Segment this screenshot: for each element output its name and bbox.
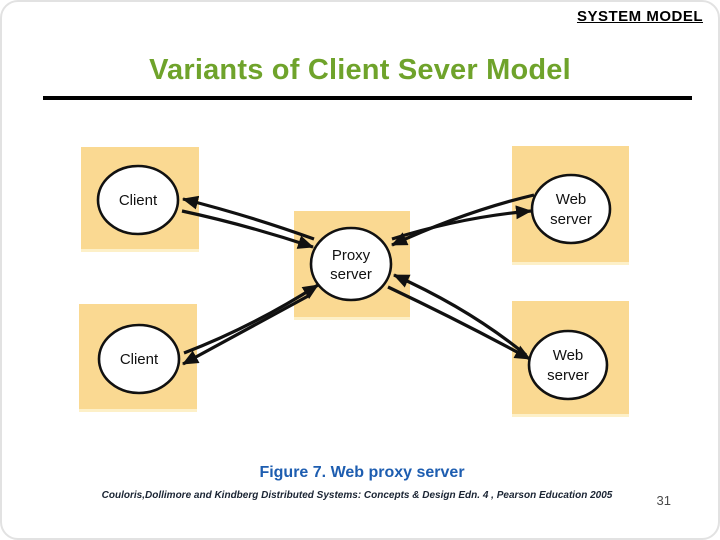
page-title: Variants of Client Sever Model xyxy=(149,54,571,86)
title-divider-rule xyxy=(43,96,692,100)
client-top-label: Client xyxy=(119,192,158,209)
client-bottom-ellipse xyxy=(97,323,181,395)
client-top-ellipse xyxy=(96,164,180,236)
figure-caption: Figure 7. Web proxy server xyxy=(259,464,465,481)
web-server-top-label-line1: Web xyxy=(556,191,587,208)
arrow-proxy-to-client-bottom xyxy=(182,293,311,366)
arrow-proxy-to-web-bottom xyxy=(387,285,531,361)
web-server-top-label-line2: server xyxy=(550,211,592,228)
client-server-diagram: Client Client Proxy server Web server We… xyxy=(79,146,629,417)
proxy-server-label-line2: server xyxy=(330,266,372,283)
web-server-bottom-label-line1: Web xyxy=(553,347,584,364)
arrow-web-bottom-to-proxy xyxy=(393,273,528,357)
page-number: 31 xyxy=(656,493,671,508)
client-bottom-label: Client xyxy=(120,351,159,368)
web-server-top-ellipse xyxy=(530,173,612,245)
attribution-text: Couloris,Dollimore and Kindberg Distribu… xyxy=(101,490,613,501)
arrow-client-bottom-to-proxy xyxy=(183,283,319,355)
arrows xyxy=(181,193,535,366)
arrow-client-top-to-proxy xyxy=(181,209,314,249)
web-server-bottom-ellipse xyxy=(527,329,609,401)
web-server-bottom-label-line2: server xyxy=(547,367,589,384)
proxy-server-ellipse xyxy=(309,226,393,302)
proxy-server-label-line1: Proxy xyxy=(332,247,371,264)
arrow-web-top-to-proxy xyxy=(391,193,535,247)
slide-header-label: SYSTEM MODEL xyxy=(576,8,703,25)
arrow-proxy-to-client-top xyxy=(182,195,315,241)
